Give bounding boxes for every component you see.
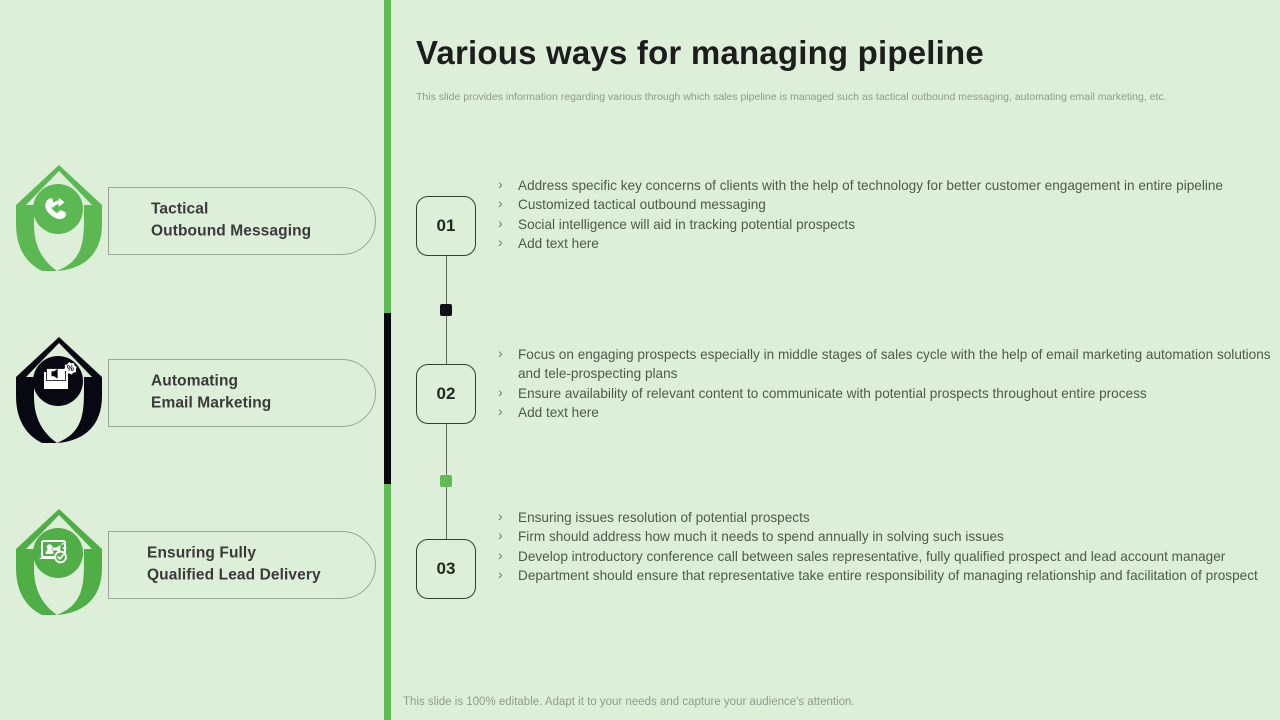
main-content: Various ways for managing pipeline This … xyxy=(391,0,1280,720)
vertical-divider-dark-segment xyxy=(384,313,391,484)
sidebar-item-label: Automating Email Marketing xyxy=(151,372,272,412)
step-bullets-03: Ensuring issues resolution of potential … xyxy=(496,507,1280,585)
sidebar-item-tactical-outbound-messaging[interactable]: Tactical Outbound Messaging xyxy=(14,160,376,280)
list-item: Develop introductory conference call bet… xyxy=(496,546,1280,566)
list-item: Customized tactical outbound messaging xyxy=(496,194,1280,214)
sidebar-pill-2[interactable]: Automating Email Marketing xyxy=(108,359,376,427)
sidebar-item-label: Tactical Outbound Messaging xyxy=(151,200,312,240)
sidebar-pill-3[interactable]: Ensuring Fully Qualified Lead Delivery xyxy=(108,531,376,599)
step-number-02: 02 xyxy=(416,364,476,424)
sidebar-item-label: Ensuring Fully Qualified Lead Delivery xyxy=(147,544,321,584)
sidebar-item-automating-email-marketing[interactable]: % Automating Email Marketing xyxy=(14,332,376,452)
list-item: Address specific key concerns of clients… xyxy=(496,175,1280,195)
list-item: Ensure availability of relevant content … xyxy=(496,383,1280,403)
sidebar: Tactical Outbound Messaging xyxy=(0,0,384,720)
marker-shape-1 xyxy=(14,160,134,280)
list-item: Ensuring issues resolution of potential … xyxy=(496,507,1280,527)
sidebar-item-ensuring-fully-qualified-lead-delivery[interactable]: Ensuring Fully Qualified Lead Delivery xyxy=(14,504,376,624)
list-item: Social intelligence will aid in tracking… xyxy=(496,214,1280,234)
list-item: Focus on engaging prospects especially i… xyxy=(496,344,1280,384)
sidebar-pill-1[interactable]: Tactical Outbound Messaging xyxy=(108,187,376,255)
list-item: Firm should address how much it needs to… xyxy=(496,526,1280,546)
timeline: 01 02 03 Address specific key concerns o… xyxy=(391,160,1280,660)
step-number-03: 03 xyxy=(416,539,476,599)
footer-note: This slide is 100% editable. Adapt it to… xyxy=(403,696,855,708)
marker-shape-2: % xyxy=(14,332,134,452)
timeline-node-green xyxy=(440,475,452,487)
page-title: Various ways for managing pipeline xyxy=(416,34,984,71)
timeline-node-dark xyxy=(440,304,452,316)
marker-shape-3 xyxy=(14,504,134,624)
step-bullets-02: Focus on engaging prospects especially i… xyxy=(496,344,1280,422)
list-item: Department should ensure that representa… xyxy=(496,565,1280,585)
step-bullets-01: Address specific key concerns of clients… xyxy=(496,175,1280,253)
page-subtitle: This slide provides information regardin… xyxy=(416,91,1167,103)
list-item: Add text here xyxy=(496,233,1280,253)
svg-text:%: % xyxy=(67,364,74,373)
list-item: Add text here xyxy=(496,402,1280,422)
step-number-01: 01 xyxy=(416,196,476,256)
